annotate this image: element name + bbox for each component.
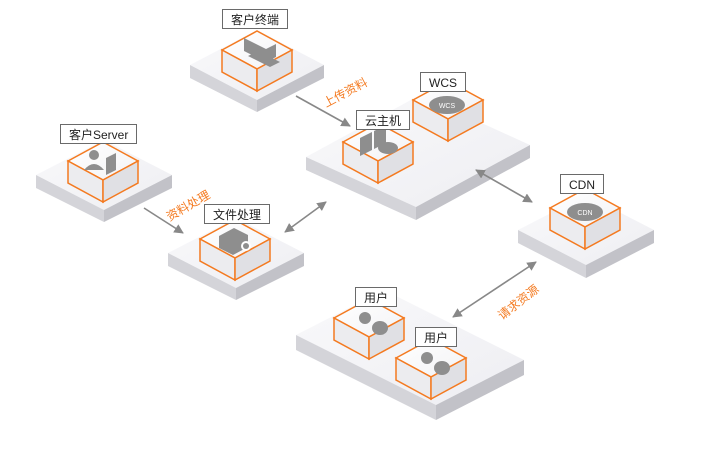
terminal-icon xyxy=(244,38,280,67)
label-cdn: CDN xyxy=(560,174,604,194)
label-cloud-host: 云主机 xyxy=(356,110,411,130)
cdn-cloud-icon: CDN xyxy=(567,203,603,221)
arrow-processing xyxy=(143,207,184,234)
wcs-cloud-icon: WCS xyxy=(429,96,465,114)
label-wcs: WCS xyxy=(420,72,466,92)
label-client-server: 客户Server xyxy=(60,124,138,144)
label-file-processing: 文件处理 xyxy=(204,204,271,224)
arrow-request xyxy=(452,261,537,318)
server-icon xyxy=(360,125,398,156)
wcs-icon-text: WCS xyxy=(439,103,456,110)
cube-client-server xyxy=(66,141,140,204)
user-server-icon xyxy=(84,150,116,175)
folder-gear-icon xyxy=(219,228,251,255)
user-icon xyxy=(421,352,450,375)
label-user-2: 用户 xyxy=(415,327,458,347)
arrow-file-cloud xyxy=(284,201,327,233)
label-client-terminal: 客户终端 xyxy=(222,9,289,29)
cdn-icon-text: CDN xyxy=(577,210,592,217)
arrow-cloud-cdn xyxy=(475,169,533,203)
user-icon xyxy=(359,312,388,335)
arrow-upload xyxy=(295,95,351,127)
label-user-1: 用户 xyxy=(355,287,398,307)
